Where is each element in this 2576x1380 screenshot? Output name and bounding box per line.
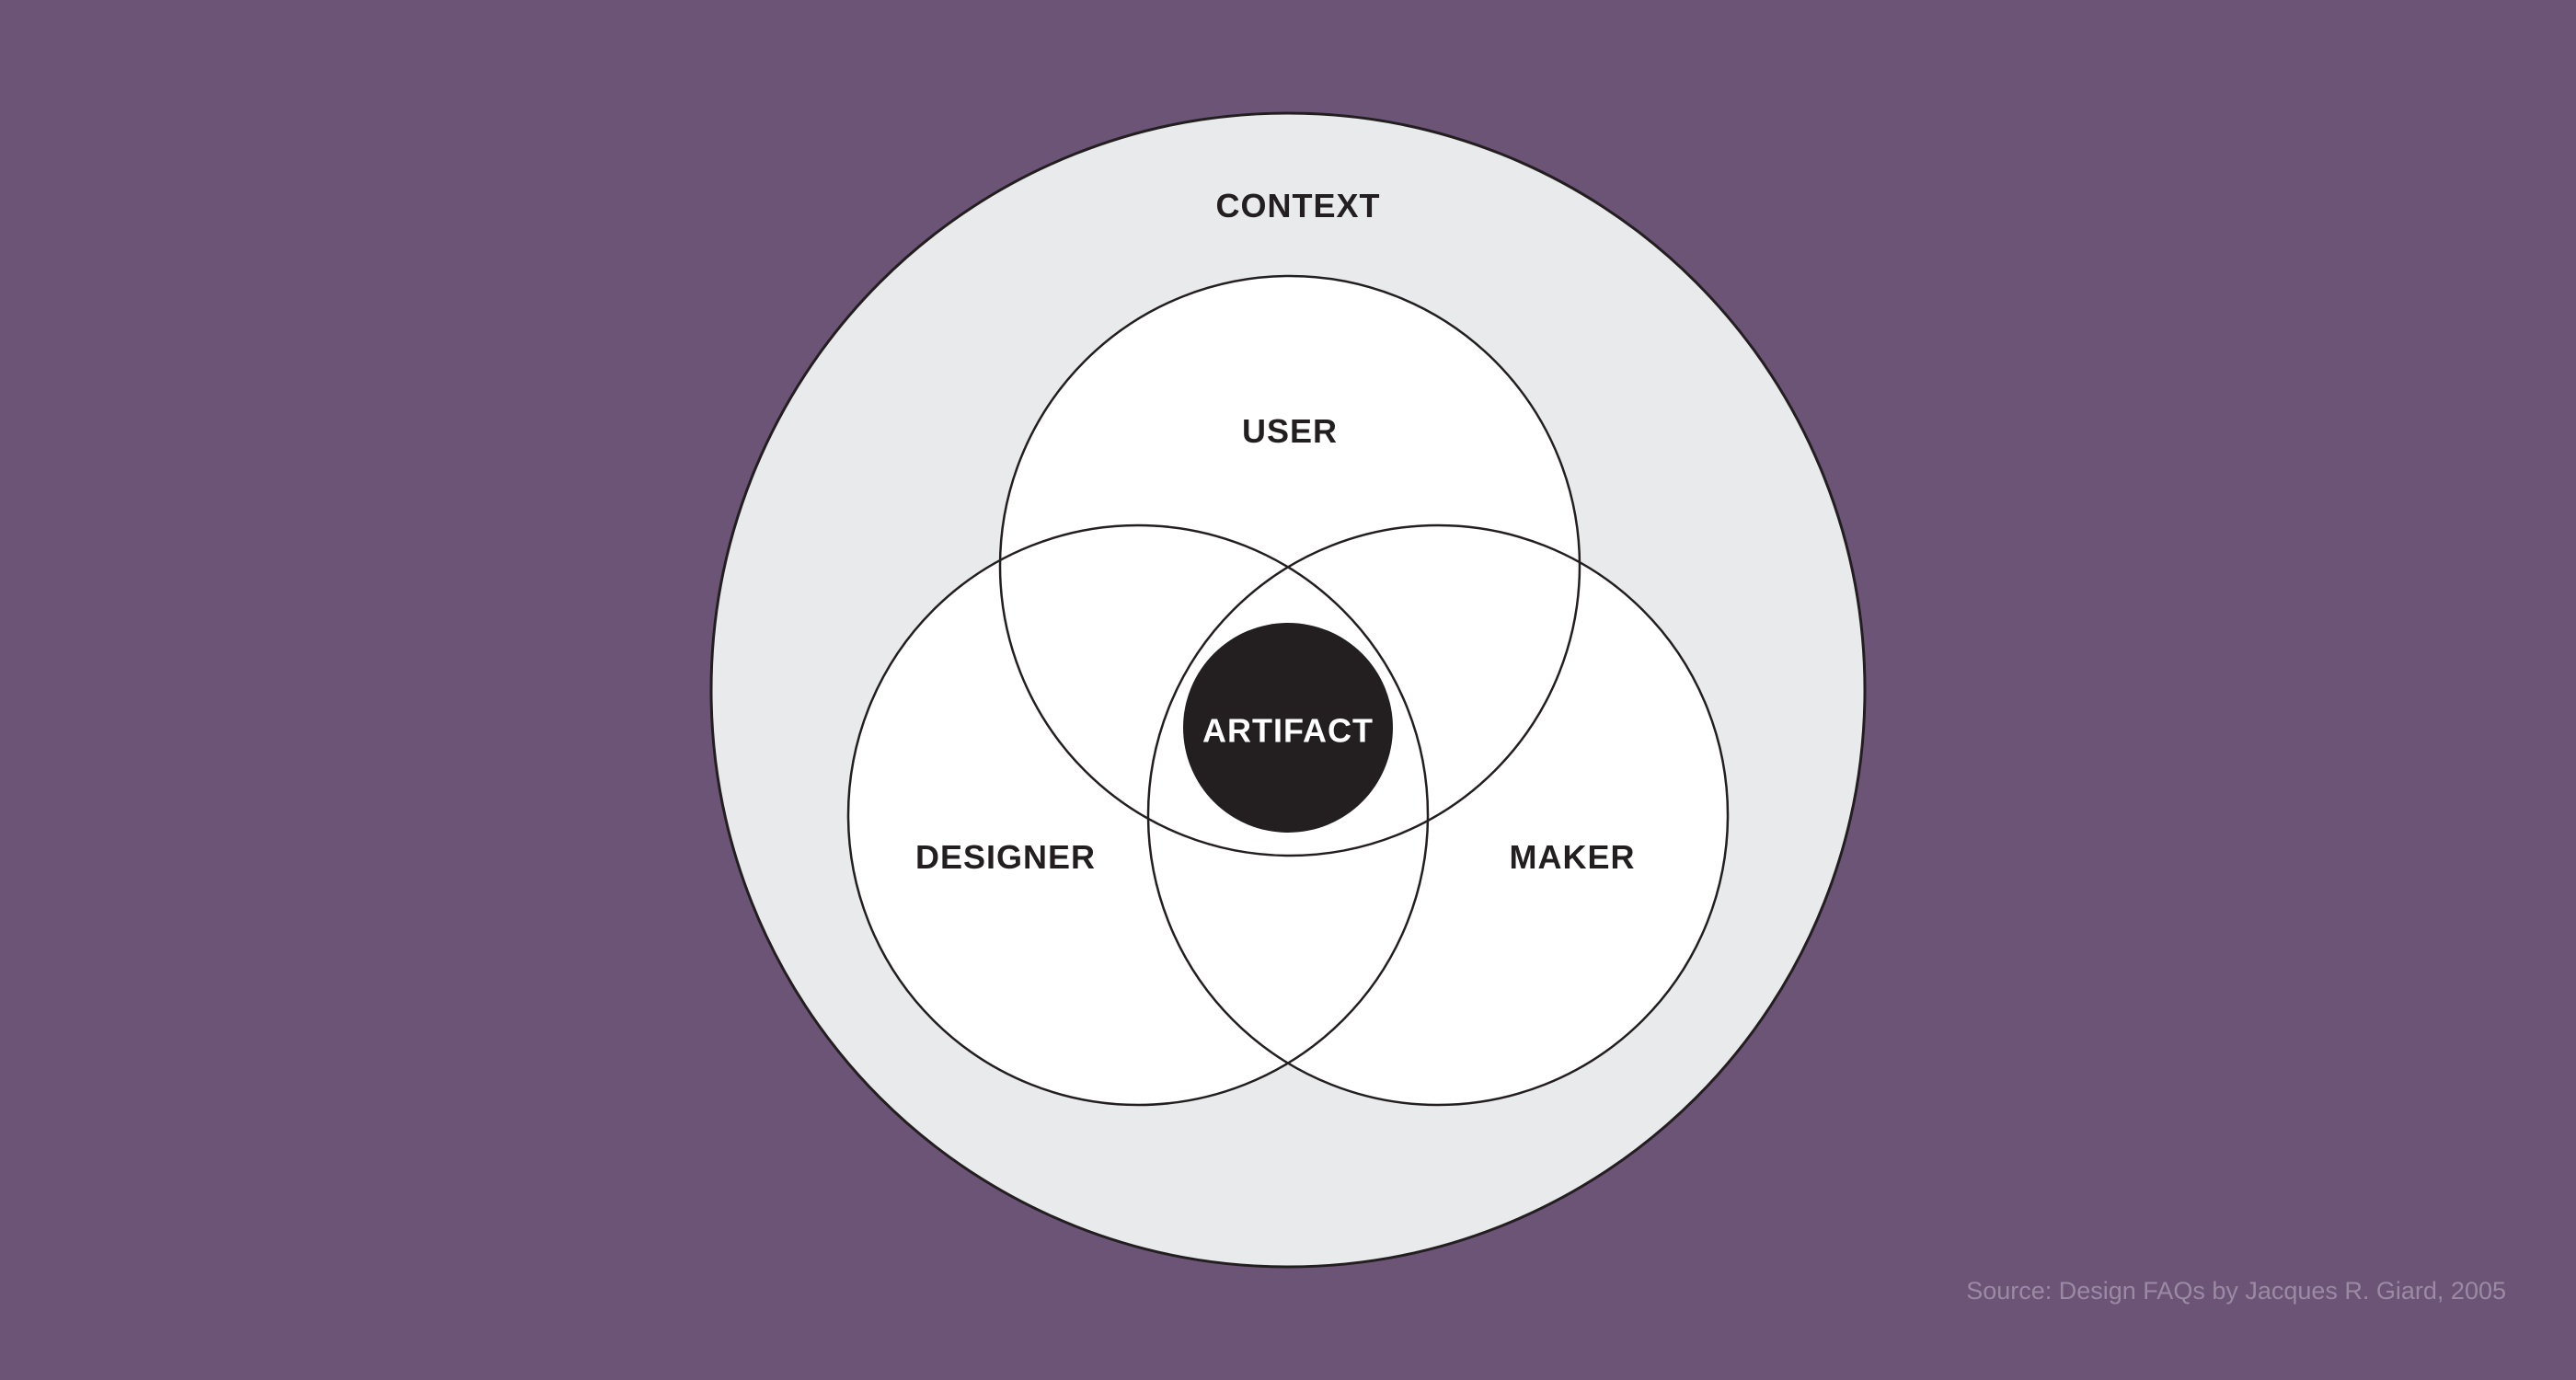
designer-circle [846,523,1430,1107]
user-label: USER [1242,412,1338,450]
maker-label: MAKER [1510,838,1636,876]
maker-circle [1146,523,1730,1107]
context-label: CONTEXT [1215,187,1380,224]
user-circle [998,274,1581,857]
source-caption: Source: Design FAQs by Jacques R. Giard,… [1966,1277,2506,1305]
artifact-circle [1183,623,1393,833]
stakeholder-outlines [846,274,1730,1107]
artifact-label: ARTIFACT [1202,712,1374,750]
designer-label: DESIGNER [915,838,1096,876]
